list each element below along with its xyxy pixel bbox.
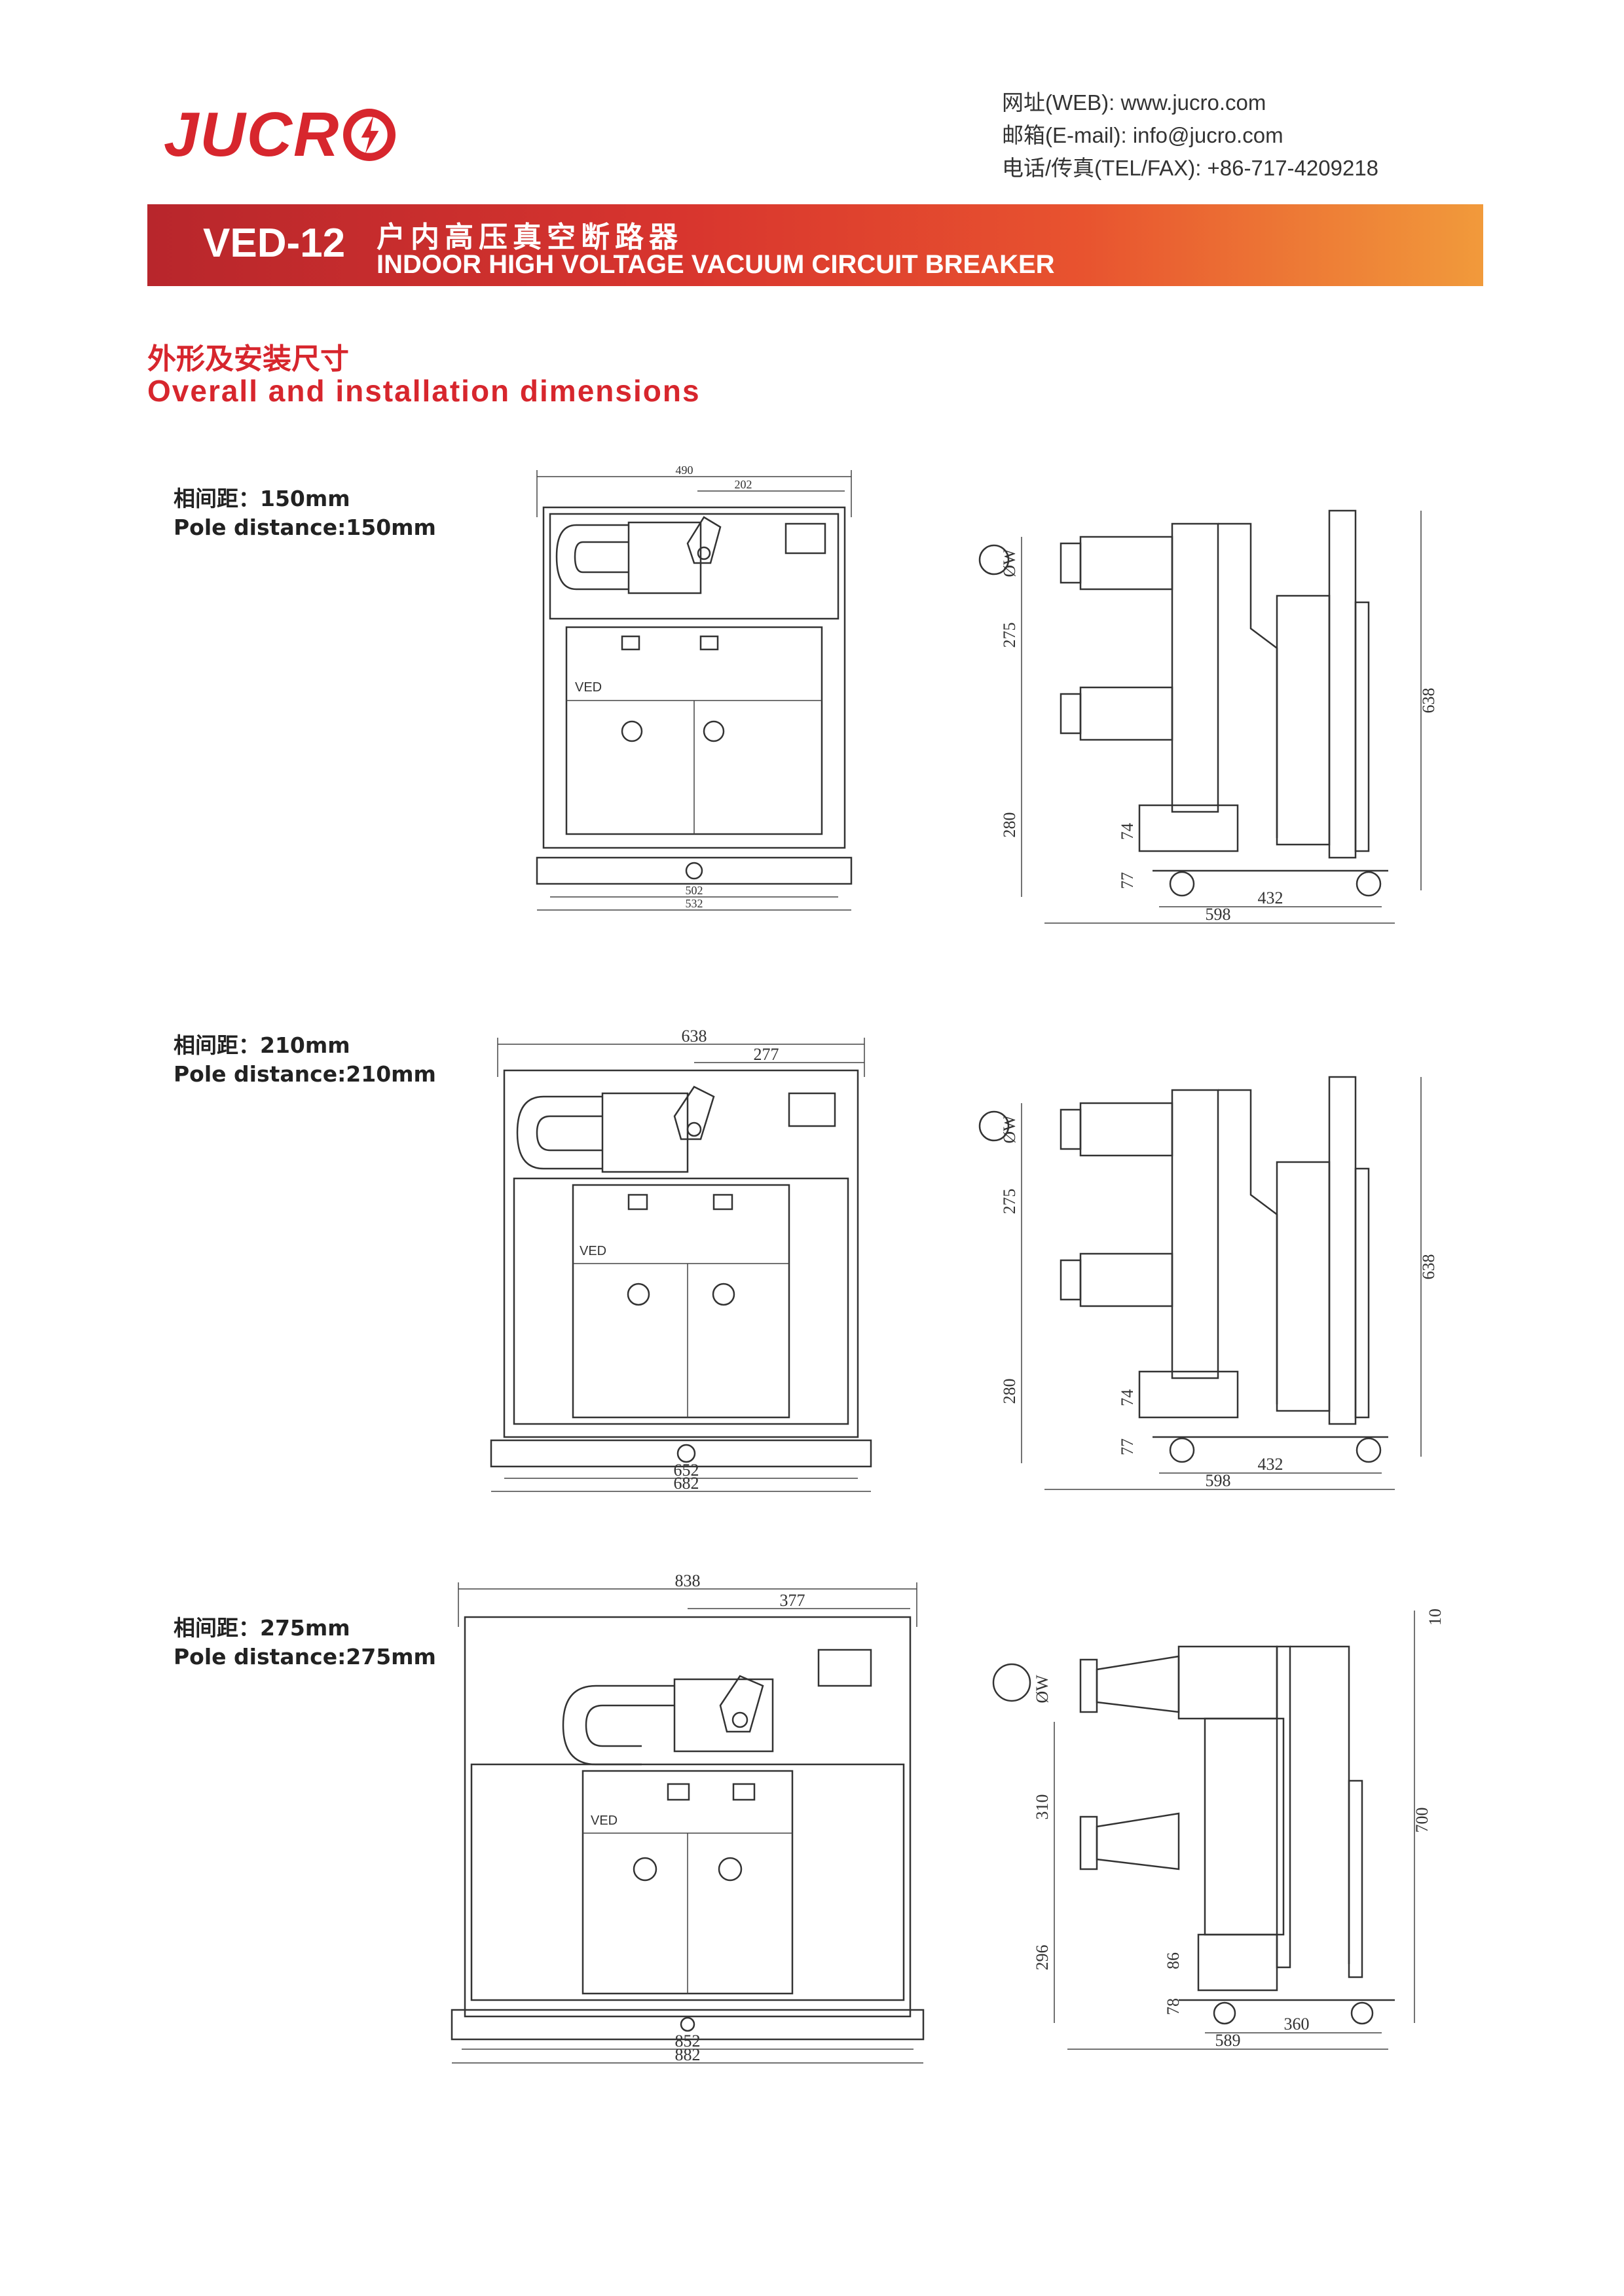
pole-distance-cn: 相间距：275mm xyxy=(174,1615,350,1641)
dim-top: 10 xyxy=(1426,1609,1445,1626)
contact-web: 网址(WEB): www.jucro.com xyxy=(1002,90,1266,115)
dim-base: 86 xyxy=(1164,1952,1183,1969)
dim-foot: 77 xyxy=(1118,872,1137,889)
dim-lower: 296 xyxy=(1033,1945,1052,1971)
brand-logo: JUCR xyxy=(164,103,396,166)
title-banner: VED-12 户内高压真空断路器 INDOOR HIGH VOLTAGE VAC… xyxy=(147,204,1483,286)
dim-wheel: 432 xyxy=(1258,1455,1283,1474)
dim-inner: 502 xyxy=(686,884,703,897)
dim-width: 838 xyxy=(675,1571,701,1590)
dim-foot: 77 xyxy=(1118,1438,1137,1455)
section-title-cn: 外形及安装尺寸 xyxy=(147,342,349,376)
dim-depth: 598 xyxy=(1206,1471,1231,1490)
dim-foot: 78 xyxy=(1164,1998,1183,2015)
dim-dia: ØW xyxy=(1000,1115,1019,1144)
dim-width: 638 xyxy=(682,1027,707,1046)
pole-distance-en: Pole distance:275mm xyxy=(174,1644,436,1669)
front-view-drawing-1: 490 202 VED 502 532 xyxy=(524,464,864,923)
pole-distance-label-3: 相间距：275mm Pole distance:275mm xyxy=(174,1614,436,1671)
contact-tel: 电话/传真(TEL/FAX): +86-717-4209218 xyxy=(1002,156,1379,180)
dim-base: 74 xyxy=(1118,1389,1137,1406)
dim-height: 638 xyxy=(1419,688,1438,714)
dim-base: 74 xyxy=(1118,823,1137,840)
dim-dia: ØW xyxy=(1033,1675,1052,1704)
dim-upper: 310 xyxy=(1033,1795,1052,1820)
pole-distance-en: Pole distance:150mm xyxy=(174,515,436,540)
dim-inner: 652 xyxy=(674,1461,699,1480)
dim-height: 638 xyxy=(1419,1254,1438,1280)
front-view-drawing-3: 838 377 VED 852 882 xyxy=(445,1571,930,2064)
dim-wheel: 360 xyxy=(1284,2014,1310,2033)
pole-distance-cn: 相间距：210mm xyxy=(174,1032,350,1058)
dim-upper: 275 xyxy=(1000,623,1019,648)
dim-half: 377 xyxy=(780,1591,805,1610)
pole-distance-en: Pole distance:210mm xyxy=(174,1061,436,1087)
section-title-en: Overall and installation dimensions xyxy=(147,374,701,408)
model-number: VED-12 xyxy=(203,221,346,266)
dim-dia: ØW xyxy=(1000,549,1019,577)
side-view-drawing-2: ØW 275 280 74 77 638 432 598 xyxy=(963,1064,1438,1490)
dim-wheel: 432 xyxy=(1258,888,1283,907)
brand-name: JUCR xyxy=(164,100,341,170)
dim-outer: 882 xyxy=(675,2045,701,2064)
panel-brand-text: VED xyxy=(575,680,602,695)
dim-upper: 275 xyxy=(1000,1189,1019,1214)
dim-lower: 280 xyxy=(1000,812,1019,838)
dim-outer: 532 xyxy=(686,897,703,910)
dim-height: 700 xyxy=(1412,1808,1431,1833)
pole-distance-cn: 相间距：150mm xyxy=(174,486,350,511)
contact-email: 邮箱(E-mail): info@jucro.com xyxy=(1002,123,1283,147)
side-view-drawing-1: ØW 275 280 74 77 638 432 598 xyxy=(963,498,1438,924)
side-view-drawing-3: ØW 310 296 86 78 700 10 360 589 xyxy=(982,1609,1445,2050)
dim-outer: 682 xyxy=(674,1474,699,1493)
contact-info: 网址(WEB): www.jucro.com 邮箱(E-mail): info@… xyxy=(1002,86,1378,185)
dim-depth: 598 xyxy=(1206,905,1231,924)
lightning-circle-icon xyxy=(343,109,396,161)
dim-lower: 280 xyxy=(1000,1379,1019,1404)
product-title-en: INDOOR HIGH VOLTAGE VACUUM CIRCUIT BREAK… xyxy=(377,250,1055,279)
dim-depth: 589 xyxy=(1215,2031,1241,2050)
front-view-drawing-2: 638 277 VED 652 682 xyxy=(478,1027,884,1493)
dim-inner: 852 xyxy=(675,2032,701,2050)
dim-half: 202 xyxy=(735,478,752,491)
pole-distance-label-1: 相间距：150mm Pole distance:150mm xyxy=(174,484,436,542)
panel-brand-text: VED xyxy=(580,1244,606,1258)
dim-half: 277 xyxy=(754,1045,779,1064)
panel-brand-text: VED xyxy=(591,1813,618,1828)
product-title-cn: 户内高压真空断路器 xyxy=(377,221,683,254)
pole-distance-label-2: 相间距：210mm Pole distance:210mm xyxy=(174,1031,436,1089)
dim-width: 490 xyxy=(676,464,693,477)
